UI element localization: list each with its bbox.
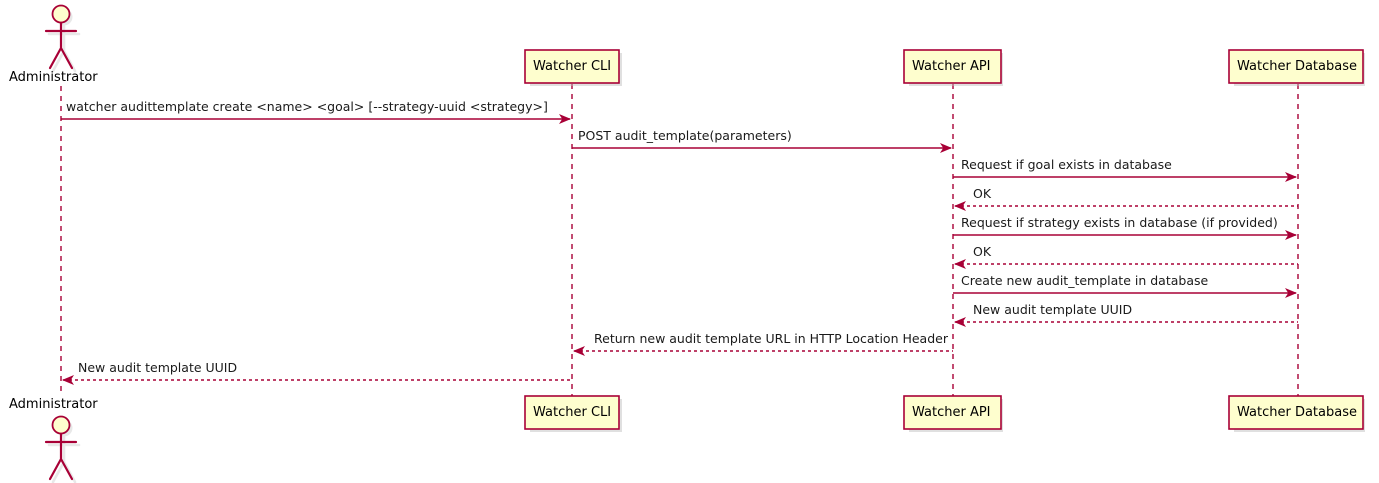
- participant-label-watcher-cli-bottom: Watcher CLI: [533, 405, 612, 420]
- participant-label-watcher-database-bottom: Watcher Database: [1237, 405, 1357, 420]
- participant-label-administrator-bottom: Administrator: [9, 397, 98, 412]
- lifelines: [60, 84, 1299, 396]
- message-label-2: POST audit_template(parameters): [578, 128, 792, 143]
- participant-box-watcher-database-top: [1228, 49, 1365, 86]
- participant-box-watcher-cli-bottom: [524, 395, 622, 432]
- participant-box-watcher-cli-top: [524, 49, 622, 86]
- participant-box-watcher-database-bottom: [1228, 395, 1365, 432]
- message-label-9: Return new audit template URL in HTTP Lo…: [594, 331, 948, 346]
- message-label-7: Create new audit_template in database: [961, 273, 1209, 288]
- message-label-10: New audit template UUID: [78, 360, 238, 375]
- participant-label-watcher-database-top: Watcher Database: [1237, 59, 1357, 74]
- participant-label-watcher-cli-top: Watcher CLI: [533, 59, 612, 74]
- message-label-4: OK: [973, 186, 992, 201]
- message-label-5: Request if strategy exists in database (…: [961, 215, 1278, 230]
- actor-administrator-top-icon: [44, 4, 81, 73]
- message-label-6: OK: [973, 244, 992, 259]
- message-arrows: [61, 114, 1298, 385]
- message-label-8: New audit template UUID: [973, 302, 1133, 317]
- message-label-1: watcher audittemplate create <name> <goa…: [66, 99, 548, 114]
- participant-label-watcher-api-bottom: Watcher API: [912, 405, 991, 420]
- participant-box-watcher-api-bottom: [903, 395, 1003, 432]
- participant-label-administrator-top: Administrator: [9, 70, 98, 85]
- message-label-3: Request if goal exists in database: [961, 157, 1172, 172]
- actor-administrator-bottom-icon: [44, 415, 81, 483]
- participant-label-watcher-api-top: Watcher API: [912, 59, 991, 74]
- participant-box-watcher-api-top: [903, 49, 1003, 86]
